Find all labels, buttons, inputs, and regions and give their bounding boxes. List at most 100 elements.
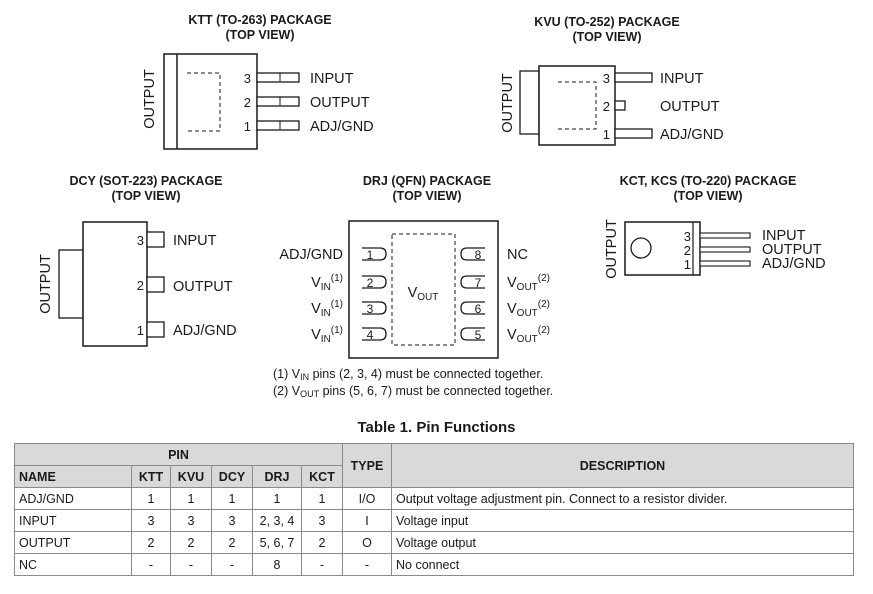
drj-pin-pad xyxy=(362,301,387,315)
dcy-pin-lead xyxy=(146,321,165,338)
kct-title: KCT, KCS (TO-220) PACKAGE xyxy=(620,174,797,188)
ktt-package-diagram: KTT (TO-263) PACKAGE (TOP VIEW) OUTPUT 3… xyxy=(142,13,374,150)
dcy-pin-3: 3 INPUT xyxy=(137,231,217,249)
kct-pin-label: INPUT xyxy=(762,228,806,244)
drj-pin-2: 2 VIN(1) xyxy=(311,273,387,293)
kvu-cell: - xyxy=(170,553,212,576)
table-header-row-2: NAME KTT KVU DCY DRJ KCT xyxy=(14,465,854,488)
pin-name-cell: OUTPUT xyxy=(14,531,132,554)
dcy-pin-lead xyxy=(146,276,165,293)
drj-cell: 2, 3, 4 xyxy=(252,509,302,532)
ktt-pin-lead xyxy=(256,120,300,131)
ktt-pin-number: 3 xyxy=(244,71,251,86)
drj-pin-number: 5 xyxy=(475,328,482,342)
kvu-pin-lead-short xyxy=(614,100,626,111)
ktt-pin-label: ADJ/GND xyxy=(310,119,374,135)
pin-name-cell: NC xyxy=(14,553,132,576)
drj-pin-7: 7 VOUT(2) xyxy=(460,273,550,293)
kct-cell: - xyxy=(301,553,343,576)
pin-name-cell: INPUT xyxy=(14,509,132,532)
type-header: TYPE xyxy=(342,443,392,488)
ktt-body xyxy=(163,53,258,150)
drj-pin-label: VOUT(2) xyxy=(507,325,550,345)
dcy-subtitle: (TOP VIEW) xyxy=(112,189,181,203)
package-diagrams: KTT (TO-263) PACKAGE (TOP VIEW) OUTPUT 3… xyxy=(38,13,826,399)
dcy-pin-number: 2 xyxy=(137,278,144,293)
type-cell: O xyxy=(342,531,392,554)
dcy-pin-number: 1 xyxy=(137,323,144,338)
kvu-pin-label: INPUT xyxy=(660,71,704,87)
pin-name-cell: ADJ/GND xyxy=(14,487,132,510)
kvu-pin-2: 2 OUTPUT xyxy=(603,99,720,115)
ktt-cell: - xyxy=(131,553,171,576)
drj-pin-6: 6 VOUT(2) xyxy=(460,299,550,319)
kvu-cell: 2 xyxy=(170,531,212,554)
kct-pin-2: 2 OUTPUT xyxy=(684,242,822,258)
description-header: DESCRIPTION xyxy=(391,443,854,488)
drj-header: DRJ xyxy=(252,465,302,488)
ktt-subtitle: (TOP VIEW) xyxy=(226,28,295,42)
drj-pin-label: VOUT(2) xyxy=(507,273,550,293)
drj-pin-pad xyxy=(460,275,485,289)
dcy-pin-lead xyxy=(146,231,165,248)
drj-center-label: VOUT xyxy=(408,285,439,303)
kct-cell: 1 xyxy=(301,487,343,510)
kvu-pin-lead xyxy=(614,128,653,139)
drj-pin-pad xyxy=(460,301,485,315)
ktt-header: KTT xyxy=(131,465,171,488)
kvu-side-label: OUTPUT xyxy=(500,73,516,133)
kct-side-label: OUTPUT xyxy=(604,219,620,279)
type-cell: - xyxy=(342,553,392,576)
drj-thermal-pad xyxy=(391,233,456,346)
drj-note-1: (1) VIN pins (2, 3, 4) must be connected… xyxy=(273,367,543,382)
drj-pin-pad xyxy=(362,327,387,341)
kvu-pin-number: 1 xyxy=(603,127,610,142)
description-cell: Voltage input xyxy=(391,509,854,532)
kct-package-diagram: KCT, KCS (TO-220) PACKAGE (TOP VIEW) OUT… xyxy=(604,174,826,279)
type-cell: I/O xyxy=(342,487,392,510)
kvu-pin-number: 2 xyxy=(603,99,610,114)
drj-pin-pad xyxy=(460,327,485,341)
ktt-cell: 1 xyxy=(131,487,171,510)
drj-pin-number: 3 xyxy=(367,302,374,316)
dcy-pin-1: 1 ADJ/GND xyxy=(137,321,237,339)
drj-pin-number: 2 xyxy=(367,276,374,290)
drj-pin-number: 6 xyxy=(475,302,482,316)
drj-pin-1: 1 ADJ/GND xyxy=(279,247,387,263)
table-title: Table 1. Pin Functions xyxy=(357,419,516,436)
kvu-pin-1: 1 ADJ/GND xyxy=(603,127,724,143)
description-cell: No connect xyxy=(391,553,854,576)
kct-pin-3: 3 INPUT xyxy=(684,228,806,244)
kct-mounting-hole xyxy=(630,237,652,259)
drj-pin-number: 4 xyxy=(367,328,374,342)
dcy-body xyxy=(82,221,148,347)
kct-pin-number: 2 xyxy=(684,243,691,258)
drj-pin-pad xyxy=(460,247,485,261)
kvu-pin-number: 3 xyxy=(603,71,610,86)
drj-note-2: (2) VOUT pins (5, 6, 7) must be connecte… xyxy=(273,384,553,399)
drj-pin-8: 8 NC xyxy=(460,247,528,263)
kvu-header: KVU xyxy=(170,465,212,488)
drj-cell: 8 xyxy=(252,553,302,576)
dcy-cell: - xyxy=(211,553,253,576)
dcy-pin-number: 3 xyxy=(137,233,144,248)
kvu-package-diagram: KVU (TO-252) PACKAGE (TOP VIEW) OUTPUT 3… xyxy=(500,15,724,146)
kct-header: KCT xyxy=(301,465,343,488)
kct-subtitle: (TOP VIEW) xyxy=(674,189,743,203)
kvu-pin-3: 3 INPUT xyxy=(603,71,704,87)
kvu-cell: 1 xyxy=(170,487,212,510)
kvu-pin-label: OUTPUT xyxy=(660,99,720,115)
table-row: INPUT 3 3 3 2, 3, 4 3 I Voltage input xyxy=(14,509,854,532)
kvu-subtitle: (TOP VIEW) xyxy=(573,30,642,44)
drj-pin-label: VIN(1) xyxy=(311,299,343,319)
dcy-header: DCY xyxy=(211,465,253,488)
kct-pin-1: 1 ADJ/GND xyxy=(684,256,826,272)
description-cell: Voltage output xyxy=(391,531,854,554)
table-row: NC - - - 8 - - No connect xyxy=(14,553,854,576)
dcy-cell: 1 xyxy=(211,487,253,510)
dcy-pin-label: OUTPUT xyxy=(173,279,233,295)
drj-pin-label: NC xyxy=(507,247,528,263)
drj-pin-number: 1 xyxy=(367,248,374,262)
kct-cell: 3 xyxy=(301,509,343,532)
kct-pin-label: OUTPUT xyxy=(762,242,822,258)
